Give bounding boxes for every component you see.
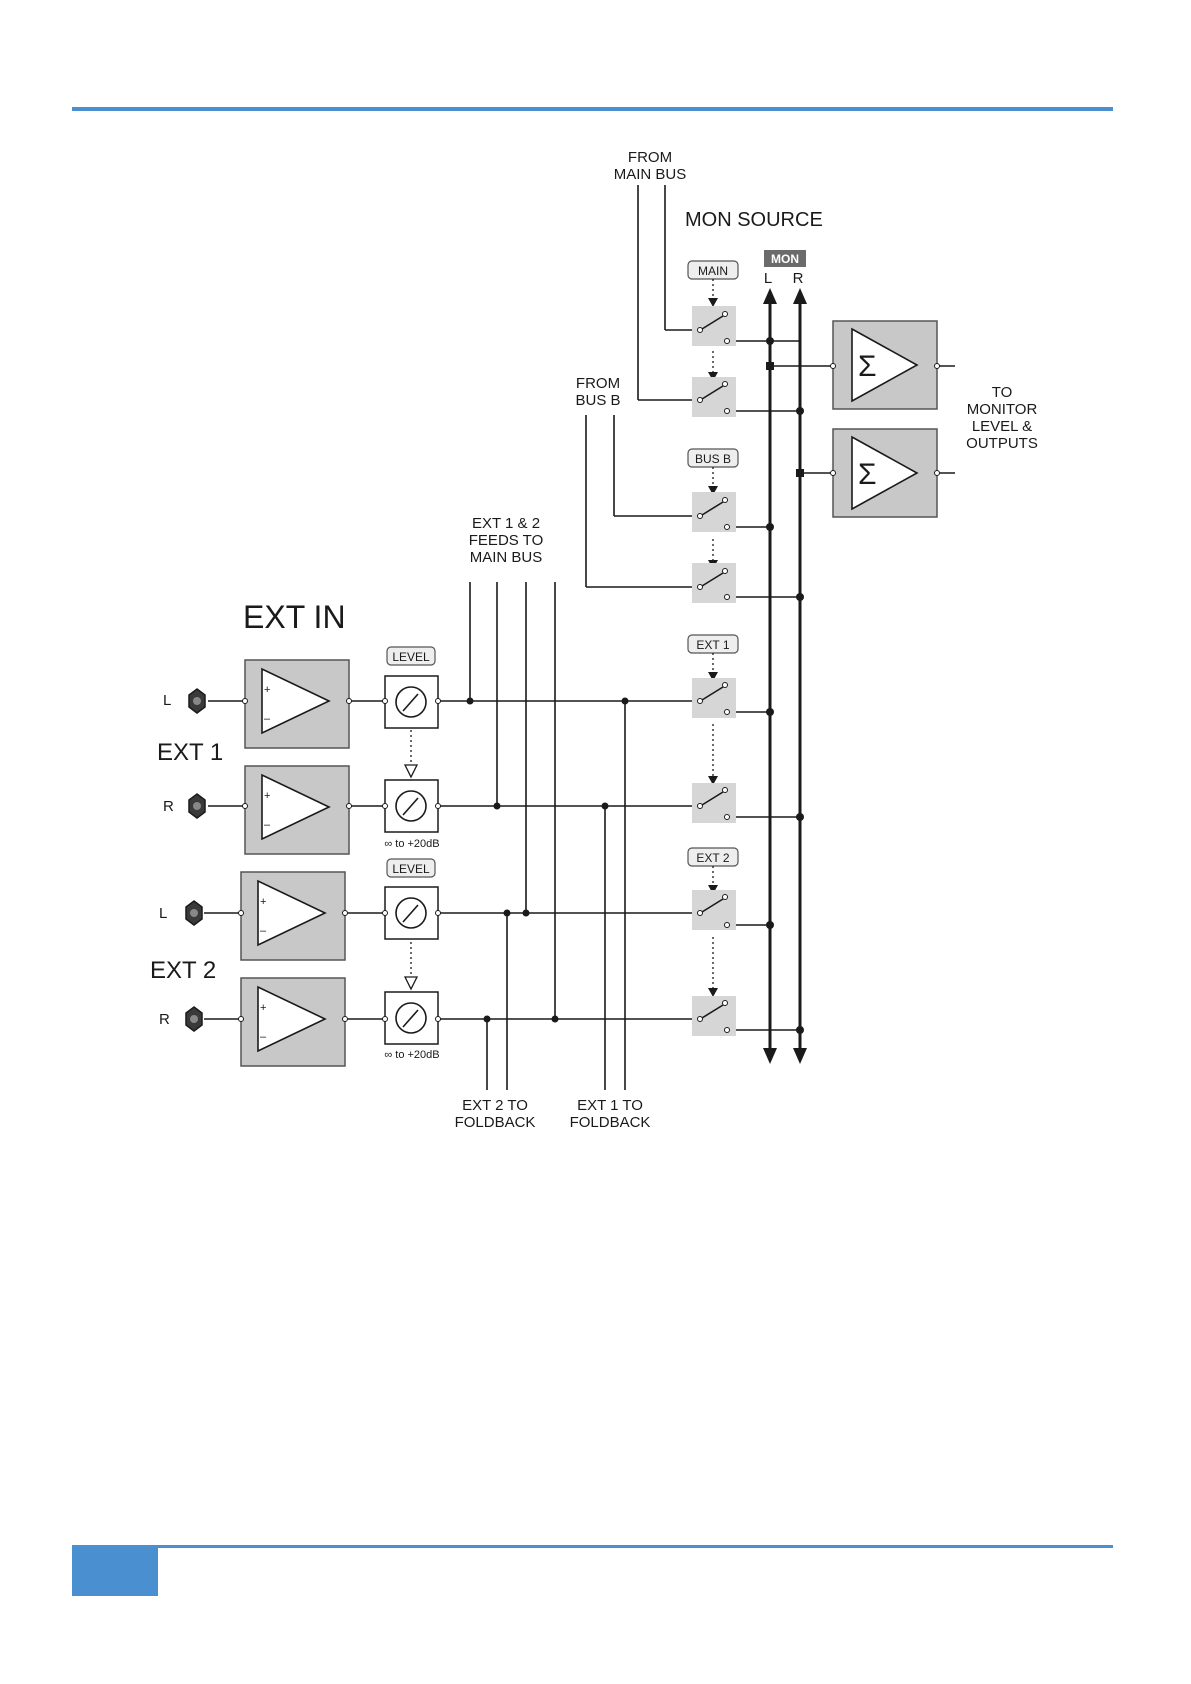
switch-bus-b-r — [692, 563, 736, 603]
switch-ext1-r — [692, 783, 736, 823]
tag-ext1: EXT 1 — [688, 635, 738, 653]
to-monitor-label-1: TO — [992, 384, 1013, 401]
sum-icon: Σ — [858, 458, 877, 491]
switch-main-l — [692, 306, 736, 346]
switch-ext1-l — [692, 678, 736, 718]
svg-text:+: + — [260, 896, 266, 908]
level-tag-ext1: LEVEL — [387, 647, 435, 665]
level-range-ext1: ∞ to +20dB — [384, 838, 439, 850]
ext2-foldback-label-1: EXT 2 TO — [462, 1097, 528, 1114]
svg-text:+: + — [264, 684, 270, 696]
ext1-input-l-label: L — [163, 692, 171, 709]
from-main-bus-label-2: MAIN BUS — [614, 166, 687, 183]
ext1-foldback-label-2: FOLDBACK — [570, 1114, 651, 1131]
monitor-bus-lines — [770, 300, 800, 1052]
svg-text:MAIN: MAIN — [698, 264, 728, 278]
summing-amp-r: Σ — [831, 429, 940, 517]
svg-text:+: + — [260, 1002, 266, 1014]
preamp-ext2-l: +– — [239, 872, 348, 960]
preamp-ext2-r: +– — [239, 978, 348, 1066]
svg-text:LEVEL: LEVEL — [392, 862, 430, 876]
mon-tag-label: MON — [771, 252, 799, 266]
preamp-ext1-r: +– — [243, 766, 352, 854]
level-pot-ext1-l — [383, 676, 441, 728]
svg-text:EXT 2: EXT 2 — [696, 851, 729, 865]
tag-main: MAIN — [688, 261, 738, 279]
switch-ext2-l — [692, 890, 736, 930]
switch-main-r — [692, 377, 736, 417]
svg-text:–: – — [264, 819, 271, 831]
preamp-ext1-l: +– — [243, 660, 352, 748]
ext2-input-l-label: L — [159, 905, 167, 922]
ext2-input-r-label: R — [159, 1011, 170, 1028]
level-pot-ext2-l — [383, 887, 441, 939]
from-bus-b-label-1: FROM — [576, 375, 620, 392]
from-bus-b-label-2: BUS B — [575, 392, 620, 409]
svg-text:LEVEL: LEVEL — [392, 650, 430, 664]
switch-bus-b-l — [692, 492, 736, 532]
ext1-foldback-label-1: EXT 1 TO — [577, 1097, 643, 1114]
bus-r-label: R — [793, 270, 804, 287]
junction-dots — [467, 337, 805, 1034]
ext-in-title: EXT IN — [243, 599, 346, 635]
summing-amp-l: Σ — [831, 321, 940, 409]
sum-icon: Σ — [858, 350, 877, 383]
level-pot-ext1-r — [383, 780, 441, 832]
svg-text:+: + — [264, 790, 270, 802]
ext1-input-r-label: R — [163, 798, 174, 815]
feeds-main-bus-label-1: EXT 1 & 2 — [472, 515, 540, 532]
level-range-ext2: ∞ to +20dB — [384, 1049, 439, 1061]
tag-bus-b: BUS B — [688, 449, 738, 467]
switch-ext2-r — [692, 996, 736, 1036]
to-monitor-label-2: MONITOR — [967, 401, 1038, 418]
to-monitor-label-3: LEVEL & — [972, 418, 1032, 435]
ext1-label: EXT 1 — [157, 739, 223, 766]
svg-text:–: – — [264, 713, 271, 725]
bus-l-label: L — [764, 270, 772, 287]
gang-links — [411, 279, 713, 988]
mon-source-label: MON SOURCE — [685, 209, 823, 231]
ext2-label: EXT 2 — [150, 957, 216, 984]
svg-text:EXT 1: EXT 1 — [696, 638, 729, 652]
level-pot-ext2-r — [383, 992, 441, 1044]
feeds-main-bus-label-2: FEEDS TO — [469, 532, 543, 549]
tag-ext2: EXT 2 — [688, 848, 738, 866]
svg-text:–: – — [260, 925, 267, 937]
from-main-bus-label-1: FROM — [628, 149, 672, 166]
level-tag-ext2: LEVEL — [387, 859, 435, 877]
svg-text:BUS B: BUS B — [695, 452, 731, 466]
to-monitor-label-4: OUTPUTS — [966, 435, 1038, 452]
svg-text:–: – — [260, 1031, 267, 1043]
ext2-foldback-label-2: FOLDBACK — [455, 1114, 536, 1131]
feeds-main-bus-label-3: MAIN BUS — [470, 549, 543, 566]
